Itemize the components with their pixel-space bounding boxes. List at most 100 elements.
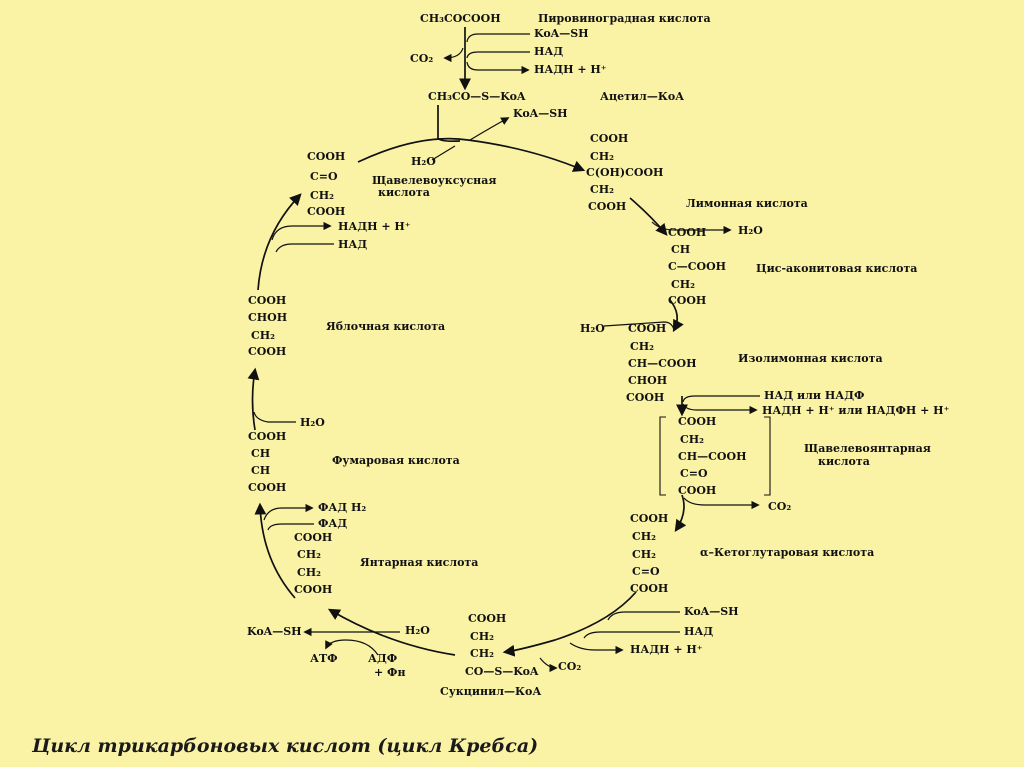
acetyl-coa-formula: CH₃CO—S—KoA <box>428 90 526 103</box>
nadh-label: НАДН + H⁺ <box>534 63 607 76</box>
cis-aconitate: COOH CH C—COOH CH₂ COOH Цис-аконитовая к… <box>651 221 917 307</box>
akg-line-5: COOH <box>630 582 668 595</box>
oxaloacetate-line-1: COOH <box>307 150 345 163</box>
oxalosuccinate-line-2: CH₂ <box>680 433 704 446</box>
arc-succinate-to-fumarate <box>254 502 296 599</box>
aconitate-line-5: COOH <box>668 294 706 307</box>
succinate: COOH CH₂ CH₂ COOH Янтарная кислота ФАД H… <box>263 501 478 596</box>
malate-name: Яблочная кислота <box>326 320 445 333</box>
citrate-line-1: COOH <box>590 132 628 145</box>
succinylcoa-water: H₂O <box>405 624 430 637</box>
oxalosuccinate-line-3: CH—COOH <box>678 450 746 463</box>
citrate-line-2: CH₂ <box>590 150 614 163</box>
co2-out-arrow-2 <box>683 497 760 510</box>
succinylcoa-adp: АДФ <box>368 652 397 665</box>
fumarate-water-in-arrow <box>253 411 296 423</box>
nadh-or-nadph-label: НАДН + H⁺ или НАДФН + H⁺ <box>762 404 950 417</box>
nad-or-nadp-in-arrow <box>682 395 760 403</box>
malate-line-4: COOH <box>248 345 286 358</box>
succinylcoa-line-3: CH₂ <box>470 647 494 660</box>
adp-to-atp-arrow <box>325 639 379 656</box>
diagram-caption: Цикл трикарбоновых кислот (цикл Кребса) <box>31 735 538 757</box>
citrate-line-3: C(OH)COOH <box>586 166 663 179</box>
akg-line-3: CH₂ <box>632 548 656 561</box>
co2-out-arrow <box>443 47 464 63</box>
oxalosuccinate-line-1: COOH <box>678 415 716 428</box>
fumarate-line-1: COOH <box>248 430 286 443</box>
bracket-left <box>659 416 666 496</box>
succinate-line-3: CH₂ <box>297 566 321 579</box>
oxaloacetate: COOH C=O CH₂ COOH Щавелевоуксусная кисло… <box>307 145 496 218</box>
aconitate-line-1: COOH <box>668 226 706 239</box>
aconitate-line-4: CH₂ <box>671 278 695 291</box>
aconitate-water-out: H₂O <box>738 224 763 237</box>
succinate-fadh2: ФАД H₂ <box>318 501 366 514</box>
water-into-citrate-arrow <box>431 145 456 161</box>
arc-oaa-to-citrate <box>357 137 586 172</box>
succinylcoa-line-4: CO—S—KoA <box>465 665 539 678</box>
arc-malate-to-oaa <box>257 193 302 291</box>
akg-name: α–Кетоглутаровая кислота <box>700 546 874 559</box>
arc-fumarate-to-malate <box>247 367 260 431</box>
isocitrate-line-2: CH₂ <box>630 340 654 353</box>
succinate-line-4: COOH <box>294 583 332 596</box>
pyruvate-formula: CH₃COCOOH <box>420 12 501 25</box>
oxalosuccinate-name-2: кислота <box>818 455 870 468</box>
alpha-ketoglutarate: COOH CH₂ CH₂ C=O COOH α–Кетоглутаровая к… <box>569 512 874 656</box>
malate-line-3: CH₂ <box>251 329 275 342</box>
isocitrate-line-5: COOH <box>626 391 664 404</box>
akg-line-2: CH₂ <box>632 530 656 543</box>
nad-in-arrow <box>466 51 530 59</box>
arc-aconitate-to-isocitrate <box>669 299 684 333</box>
oxaloacetate-line-3: CH₂ <box>310 189 334 202</box>
coa-sh-out-label: KoA—SH <box>513 107 568 120</box>
fumarate-line-4: COOH <box>248 481 286 494</box>
nadh-or-nadph-out-arrow <box>682 403 758 415</box>
succinate-name: Янтарная кислота <box>360 556 478 569</box>
water-in-arrow <box>603 321 675 331</box>
oxalosuccinate-line-4: C=O <box>680 467 708 480</box>
akg-nad-in-arrow <box>583 631 680 639</box>
citrate-name: Лимонная кислота <box>686 197 808 210</box>
isocitrate-line-1: COOH <box>628 322 666 335</box>
succinylcoa-co2-arrow <box>539 657 558 673</box>
succinate-line-2: CH₂ <box>297 548 321 561</box>
arc-akg-to-succinylcoa <box>502 591 637 657</box>
isocitrate-line-3: CH—COOH <box>628 357 696 370</box>
succinyl-coa: COOH CH₂ CH₂ CO—S—KoA Сукцинил—КоА CO₂ H… <box>247 612 581 698</box>
akg-nadh-out-arrow <box>569 642 624 655</box>
aconitate-name: Цис-аконитовая кислота <box>756 262 917 275</box>
isocitrate: H₂O COOH CH₂ CH—COOH CHOH COOH Изолимонн… <box>580 321 950 417</box>
oxalosuccinate-name-1: Щавелевоянтарная <box>804 442 931 455</box>
cycle-arrows <box>247 137 688 657</box>
nad-label: НАД <box>534 45 563 58</box>
acetyl-into-cycle-arrow <box>437 105 461 143</box>
succinylcoa-pi: + Фн <box>374 666 406 679</box>
fumarate-line-2: CH <box>251 447 270 460</box>
nad-or-nadp-label: НАД или НАДФ <box>764 389 864 402</box>
malate-line-1: COOH <box>248 294 286 307</box>
coa-sh-in-arrow <box>466 33 530 43</box>
citrate-line-5: COOH <box>588 200 626 213</box>
nadh-out-arrow <box>466 61 530 75</box>
oxaloacetate-water: H₂O <box>411 155 436 168</box>
akg-coa-sh-in-arrow <box>607 611 680 621</box>
malate-line-2: CHOH <box>248 311 287 324</box>
coa-sh-out-arrow <box>469 117 510 141</box>
succinylcoa-name: Сукцинил—КоА <box>440 685 541 698</box>
akg-line-4: C=O <box>632 565 660 578</box>
citrate: COOH CH₂ C(OH)COOH CH₂ COOH Лимонная кис… <box>586 132 808 213</box>
fumarate-name: Фумаровая кислота <box>332 454 460 467</box>
akg-coa-sh: KoA—SH <box>684 605 739 618</box>
oxaloacetate-name-1: Щавелевоуксусная <box>372 174 496 187</box>
malate-nadh-out-arrow <box>271 221 332 241</box>
fadh2-out-arrow <box>263 503 314 521</box>
acetyl-coa-name: Ацетил—КоА <box>600 90 684 103</box>
succinylcoa-line-2: CH₂ <box>470 630 494 643</box>
oxalosuccinate: COOH CH₂ CH—COOH C=O COOH Щавелевоянтарн… <box>659 415 931 513</box>
akg-nadh: НАДН + H⁺ <box>630 643 703 656</box>
succinylcoa-koa-sh: KoA—SH <box>247 625 302 638</box>
oxalosuccinate-co2: CO₂ <box>768 500 791 513</box>
fumarate-water: H₂O <box>300 416 325 429</box>
